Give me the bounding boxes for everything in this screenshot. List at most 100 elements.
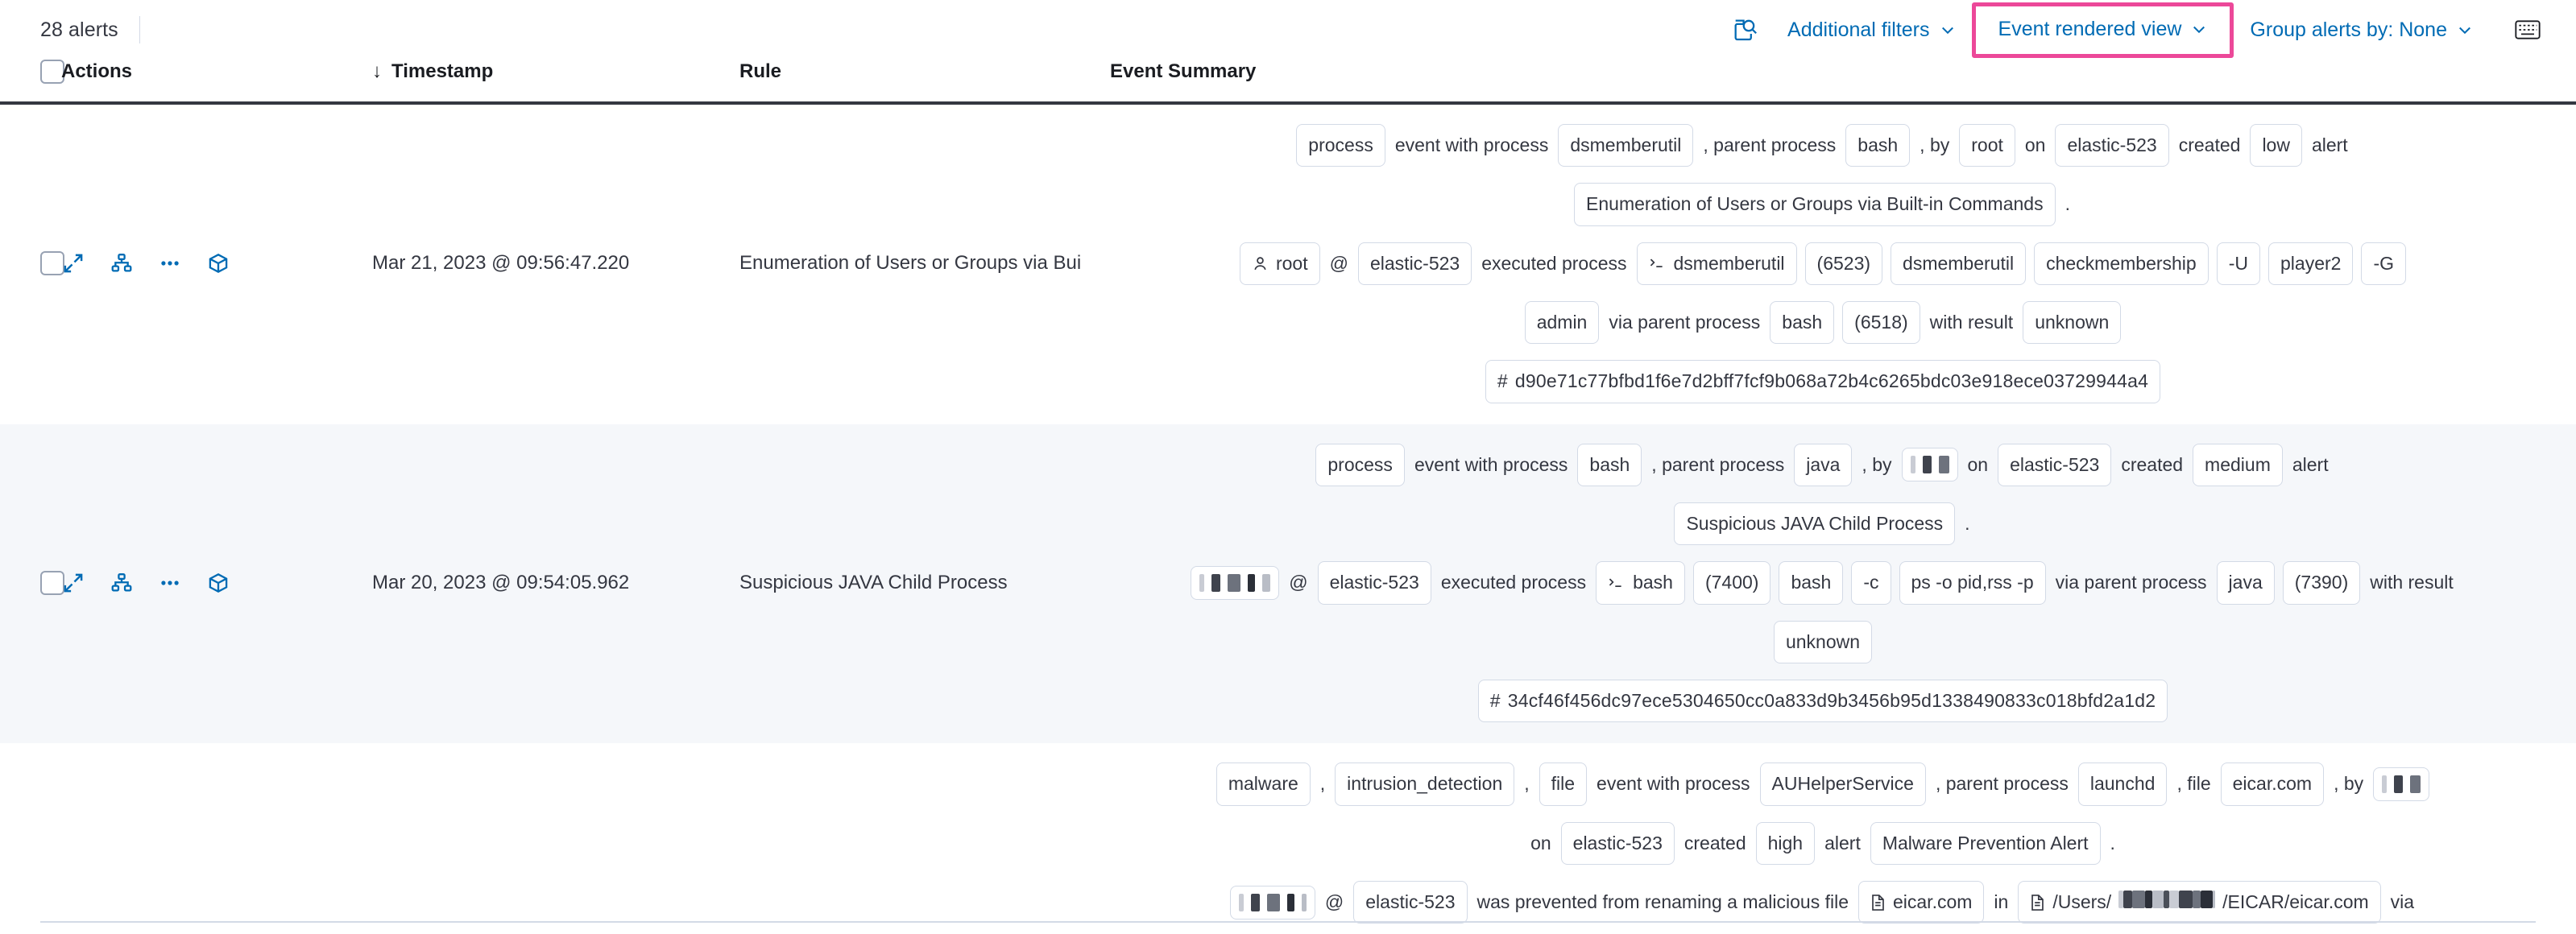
summary-text: in xyxy=(1994,891,2009,913)
summary-badge[interactable]: dsmemberutil xyxy=(1891,242,2027,286)
redacted-value-badge[interactable] xyxy=(1901,448,1958,482)
summary-badge[interactable]: process xyxy=(1296,124,1385,167)
analyze-event-icon[interactable] xyxy=(110,251,134,275)
summary-badge[interactable]: Suspicious JAVA Child Process xyxy=(1674,502,1956,546)
summary-text: on xyxy=(2024,134,2046,155)
summary-badge[interactable]: high xyxy=(1755,821,1816,866)
event-hash-badge[interactable]: #d90e71c77bfbd1f6e7d2bff7fcf9b068a72b4c6… xyxy=(1485,360,2161,403)
column-header-actions[interactable]: Actions xyxy=(61,60,133,82)
summary-badge[interactable]: bash xyxy=(1577,443,1642,487)
badge-label: low xyxy=(2262,134,2290,155)
more-actions-icon[interactable] xyxy=(158,571,182,595)
summary-text: executed process xyxy=(1481,252,1627,274)
group-alerts-by-button[interactable]: Group alerts by: None xyxy=(2238,14,2484,47)
more-actions-icon[interactable] xyxy=(158,251,182,275)
summary-badge[interactable]: -U xyxy=(2216,242,2260,286)
summary-badge[interactable]: unknown xyxy=(2023,301,2122,345)
expand-icon[interactable] xyxy=(61,571,85,595)
summary-badge[interactable]: eicar.com xyxy=(1857,881,1985,924)
summary-badge[interactable]: checkmembership xyxy=(2034,242,2209,286)
summary-badge[interactable]: elastic-523 xyxy=(1317,561,1431,605)
summary-text: on xyxy=(1967,453,1989,475)
summary-badge[interactable]: intrusion_detection xyxy=(1335,762,1515,806)
alerts-count: 28 alerts xyxy=(40,18,118,41)
summary-badge[interactable]: file xyxy=(1539,762,1588,806)
badge-label: unknown xyxy=(2035,312,2110,333)
summary-badge[interactable]: Malware Prevention Alert xyxy=(1870,821,2101,866)
summary-badge[interactable]: bash xyxy=(1845,124,1911,167)
redacted-block xyxy=(1238,893,1244,911)
redacted-block xyxy=(2179,891,2193,909)
badge-label: dsmemberutil xyxy=(1903,252,2015,274)
summary-badge[interactable]: medium xyxy=(2193,443,2283,487)
summary-badge[interactable]: eicar.com xyxy=(2220,762,2325,806)
keyboard-shortcut-icon[interactable] xyxy=(2512,14,2544,46)
summary-text: , xyxy=(1524,773,1530,795)
summary-badge[interactable]: bash xyxy=(1596,561,1685,605)
summary-badge[interactable]: elastic-523 xyxy=(2055,124,2169,167)
summary-badge[interactable]: -c xyxy=(1851,561,1891,605)
summary-badge[interactable]: java xyxy=(1794,443,1853,487)
badge-label: unknown xyxy=(1785,630,1861,652)
badge-label: -G xyxy=(2373,252,2394,274)
event-hash-badge[interactable]: #34cf46f456dc97ece5304650cc0a833d9b3456b… xyxy=(1477,680,2168,723)
column-header-rule[interactable]: Rule xyxy=(739,60,782,82)
file-path-badge[interactable]: /Users//EICAR/eicar.com xyxy=(2018,881,2381,924)
summary-badge[interactable]: bash xyxy=(1779,561,1844,605)
summary-badge[interactable]: AUHelperService xyxy=(1759,762,1926,806)
summary-badge[interactable]: Enumeration of Users or Groups via Built… xyxy=(1574,183,2056,226)
row-select-checkbox[interactable] xyxy=(40,571,64,596)
column-header-event-summary[interactable]: Event Summary xyxy=(1110,60,1257,82)
add-to-case-icon[interactable] xyxy=(206,571,230,595)
redacted-value-badge[interactable] xyxy=(1191,566,1280,601)
expand-icon[interactable] xyxy=(61,251,85,275)
summary-badge[interactable]: root xyxy=(1959,124,2015,167)
badge-label: d90e71c77bfbd1f6e7d2bff7fcf9b068a72b4c62… xyxy=(1514,370,2149,392)
summary-badge[interactable]: (7400) xyxy=(1692,561,1771,605)
table-row[interactable]: Mar 20, 2023 @ 09:43:38.348Malware Preve… xyxy=(0,743,2576,934)
summary-badge[interactable]: malware xyxy=(1216,762,1311,806)
redacted-value-badge[interactable] xyxy=(2373,767,2430,802)
summary-badge[interactable]: ps -o pid,rss -p xyxy=(1899,561,2046,605)
summary-badge[interactable]: unknown xyxy=(1773,620,1873,664)
chevron-down-icon xyxy=(2191,21,2207,37)
summary-badge[interactable]: elastic-523 xyxy=(1998,443,2112,487)
summary-badge[interactable]: java xyxy=(2216,561,2275,605)
table-header: Actions ↓Timestamp Rule Event Summary xyxy=(0,60,2576,103)
summary-badge[interactable]: process xyxy=(1315,443,1405,487)
summary-badge[interactable]: elastic-523 xyxy=(1560,821,1675,866)
summary-badge[interactable]: root xyxy=(1239,242,1320,286)
summary-badge[interactable]: -G xyxy=(2361,242,2406,286)
summary-badge[interactable]: elastic-523 xyxy=(1357,242,1472,286)
summary-badge[interactable]: player2 xyxy=(2268,242,2354,286)
summary-badge[interactable]: (6523) xyxy=(1804,242,1883,286)
summary-badge[interactable]: launchd xyxy=(2077,762,2168,806)
summary-text: with result xyxy=(2370,572,2454,593)
summary-badge[interactable]: bash xyxy=(1770,301,1835,345)
console-icon xyxy=(1608,575,1626,591)
row-select-checkbox[interactable] xyxy=(40,251,64,276)
additional-filters-button[interactable]: Additional filters xyxy=(1776,14,1966,47)
event-rendered-view-button[interactable]: Event rendered view xyxy=(1987,13,2219,46)
analyze-event-icon[interactable] xyxy=(110,571,134,595)
badge-label: bash xyxy=(1782,312,1823,333)
column-header-timestamp[interactable]: ↓Timestamp xyxy=(372,60,739,103)
summary-badge[interactable]: (6518) xyxy=(1842,301,1920,345)
summary-badge[interactable]: low xyxy=(2250,124,2302,167)
summary-badge[interactable]: dsmemberutil xyxy=(1636,242,1797,286)
badge-label: checkmembership xyxy=(2046,252,2197,274)
summary-badge[interactable]: (7390) xyxy=(2282,561,2361,605)
summary-badge[interactable]: elastic-523 xyxy=(1353,881,1468,924)
redacted-value-badge[interactable] xyxy=(1229,885,1315,920)
summary-text: event with process xyxy=(1394,134,1549,155)
redacted-block xyxy=(1228,574,1241,593)
add-to-case-icon[interactable] xyxy=(206,251,230,275)
select-all-header xyxy=(0,60,64,103)
select-all-checkbox[interactable] xyxy=(40,60,64,84)
summary-badge[interactable]: dsmemberutil xyxy=(1558,124,1694,167)
summary-badge[interactable]: admin xyxy=(1524,301,1600,345)
inspect-query-icon[interactable] xyxy=(1726,11,1763,48)
